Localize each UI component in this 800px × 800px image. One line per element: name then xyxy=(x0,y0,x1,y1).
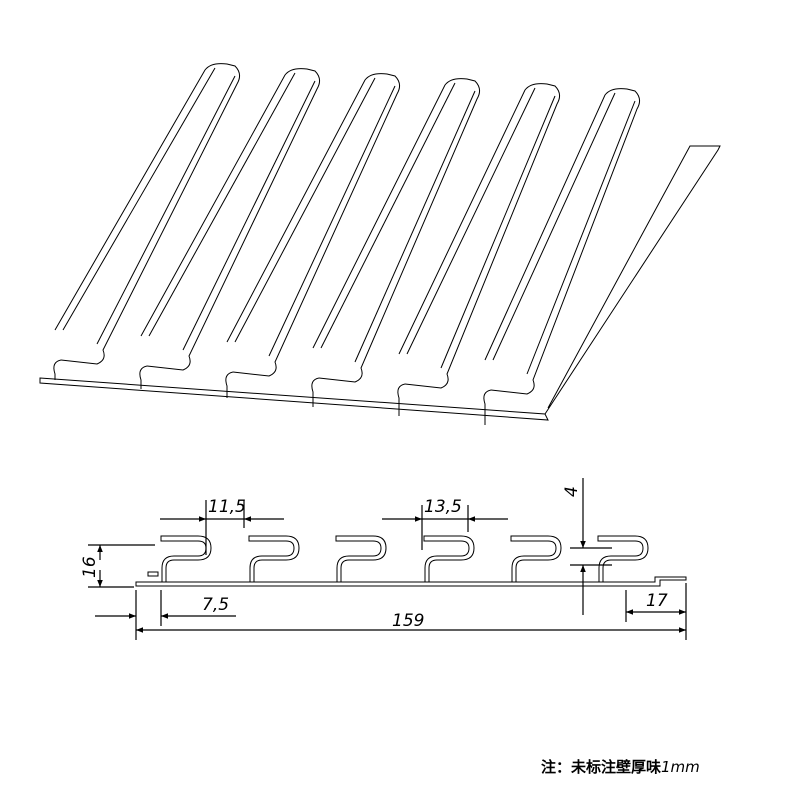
iso-rib-stem xyxy=(311,377,320,407)
iso-rib-stem xyxy=(483,389,492,425)
hook-profile xyxy=(160,535,212,582)
iso-rib xyxy=(484,88,641,395)
cross-section-profile xyxy=(135,535,687,587)
iso-rib-edge xyxy=(148,72,296,337)
iso-rib xyxy=(54,63,241,365)
base-plate xyxy=(135,576,687,587)
dim-17: 17 xyxy=(646,591,668,611)
iso-rib-edge xyxy=(320,82,456,349)
iso-rib-edge xyxy=(406,87,536,355)
iso-rib-edge xyxy=(526,100,636,375)
iso-rib-edge xyxy=(182,80,316,351)
iso-rib xyxy=(398,83,561,389)
isometric-view xyxy=(39,63,721,425)
iso-rib-stem xyxy=(139,365,148,389)
hook-profile xyxy=(335,535,387,582)
hook-profile xyxy=(423,535,475,582)
dimension-lines xyxy=(88,478,687,640)
hook-profile xyxy=(248,535,300,582)
note-prefix: 注：未标注壁厚味 xyxy=(541,758,662,776)
dim-7-5: 7,5 xyxy=(202,595,229,615)
iso-rib-edge xyxy=(96,75,236,345)
iso-rib xyxy=(312,78,481,383)
iso-rib-edge xyxy=(354,90,476,363)
iso-rib-edge xyxy=(492,92,616,361)
iso-right-lip xyxy=(544,145,721,415)
hook-profile xyxy=(597,535,649,582)
dim-11-5: 11,5 xyxy=(208,497,246,517)
iso-rib-edge xyxy=(234,77,376,343)
dim-16: 16 xyxy=(80,556,100,578)
hook-profile xyxy=(510,535,562,582)
edge-tab xyxy=(147,571,159,577)
iso-rib-edge xyxy=(440,95,556,369)
iso-rib-stem xyxy=(225,371,234,398)
note-value: 1mm xyxy=(661,758,700,776)
iso-rib-stem xyxy=(53,359,62,380)
dim-13-5: 13,5 xyxy=(424,497,462,517)
iso-rib xyxy=(140,68,321,371)
thickness-note: 注：未标注壁厚味1mm xyxy=(541,756,700,777)
dim-4: 4 xyxy=(562,486,582,497)
iso-rib-edge xyxy=(62,67,216,331)
iso-base-front xyxy=(39,377,549,421)
iso-rib-stem xyxy=(397,383,406,416)
dim-159: 159 xyxy=(392,611,424,631)
iso-rib xyxy=(226,73,401,377)
iso-rib-edge xyxy=(268,85,396,357)
